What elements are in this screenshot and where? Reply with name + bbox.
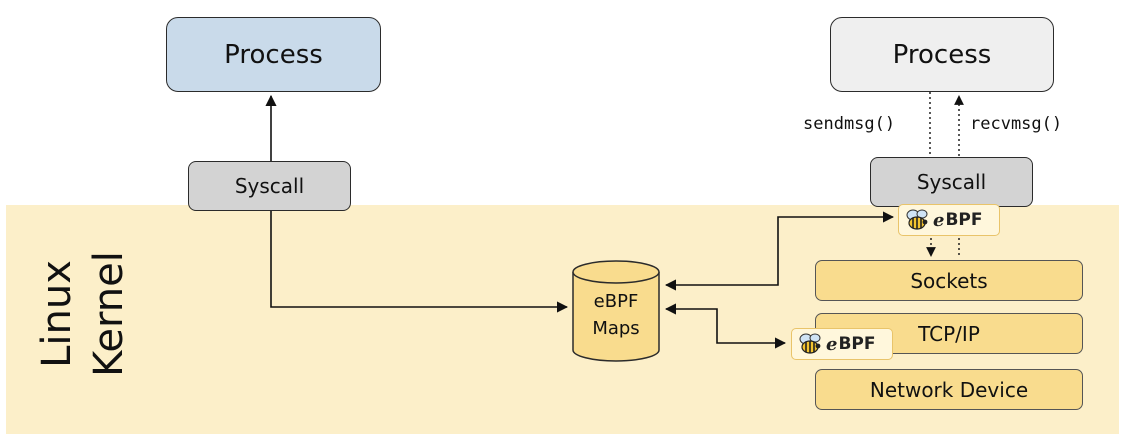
network-device-box: Network Device [815,369,1083,410]
maps-to-syscall-ebpf-arrow [664,211,895,291]
left-syscall-to-maps-connector [270,210,569,313]
ebpf-badge-text: BPF [838,334,876,354]
left-syscall-box: Syscall [188,161,351,211]
ebpf-badge-e: e [933,209,945,231]
right-syscall-box: Syscall [870,157,1033,207]
left-process-label: Process [224,39,323,70]
network-device-label: Network Device [869,377,1029,402]
sendmsg-label: sendmsg() [803,114,896,134]
maps-label-line1: eBPF [593,291,639,312]
right-process-box: Process [830,17,1054,92]
sockets-label: Sockets [910,268,988,293]
ebpf-badge-tcpip: e BPF [791,328,893,360]
left-process-box: Process [166,17,381,92]
right-process-label: Process [892,39,992,70]
ebpf-badge-syscall: e BPF [898,204,1000,236]
recvmsg-label: recvmsg() [970,114,1063,134]
left-syscall-label: Syscall [234,174,305,198]
linux-kernel-label: Linux Kernel [31,239,135,389]
ebpf-badge-e: e [826,333,838,355]
kernel-label-line1: Linux [34,260,80,368]
ebpf-badge-text: BPF [945,210,983,230]
ebpf-maps-cylinder [572,260,660,362]
ebpf-maps-label: eBPF Maps [573,288,659,342]
kernel-label-line2: Kernel [86,251,132,377]
tcpip-label: TCP/IP [918,321,980,346]
bee-icon [799,333,821,354]
sockets-box: Sockets [815,260,1083,301]
right-syscall-label: Syscall [916,170,987,194]
maps-to-tcpip-ebpf-arrow [664,303,787,349]
maps-label-line2: Maps [592,318,640,339]
bee-icon [906,209,928,230]
